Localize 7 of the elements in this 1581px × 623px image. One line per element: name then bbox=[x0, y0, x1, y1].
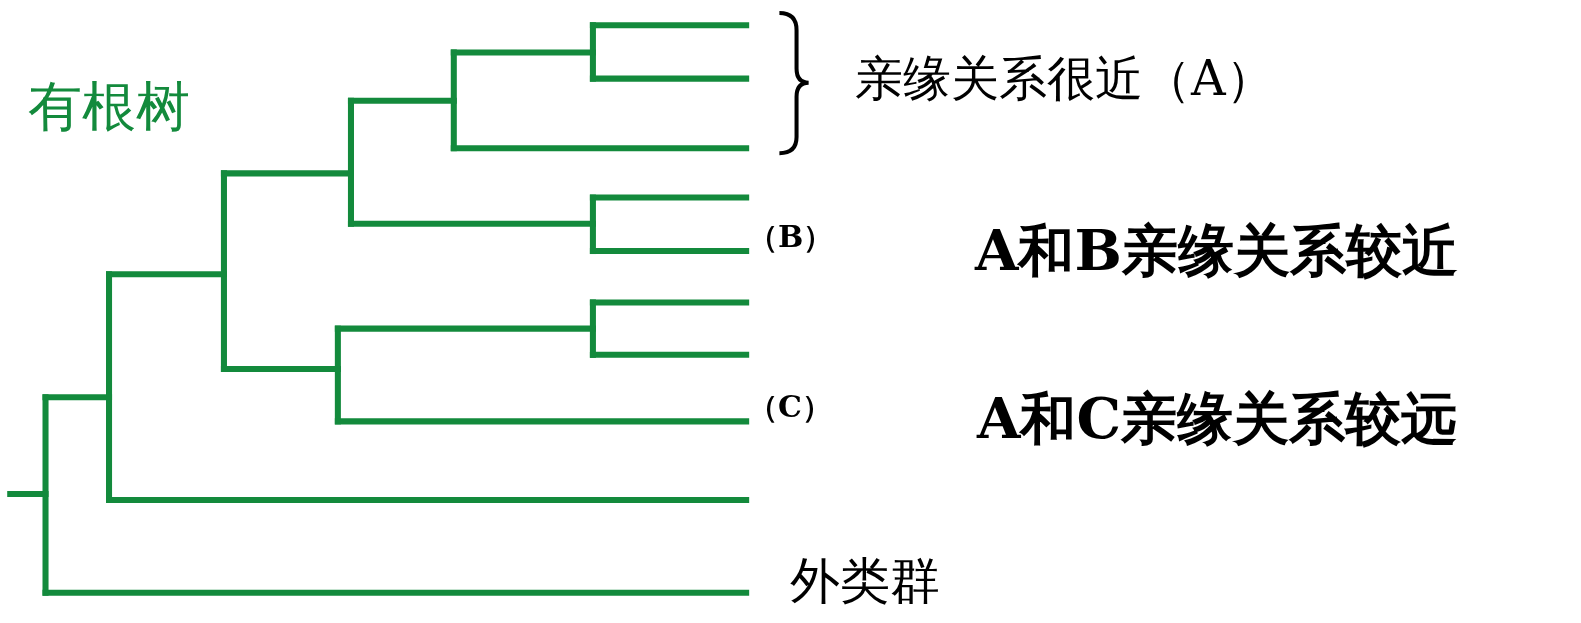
tree-label: A和C亲缘关系较远 bbox=[977, 390, 1458, 446]
tree-label: A和B亲缘关系较近 bbox=[975, 222, 1458, 278]
title: 有根树 bbox=[28, 80, 190, 134]
tree-label: （C） bbox=[748, 392, 832, 422]
tree-label: （B） bbox=[748, 222, 834, 252]
tree-label: 亲缘关系很近（A） bbox=[855, 54, 1274, 102]
tree-label: 外类群 bbox=[790, 556, 940, 606]
